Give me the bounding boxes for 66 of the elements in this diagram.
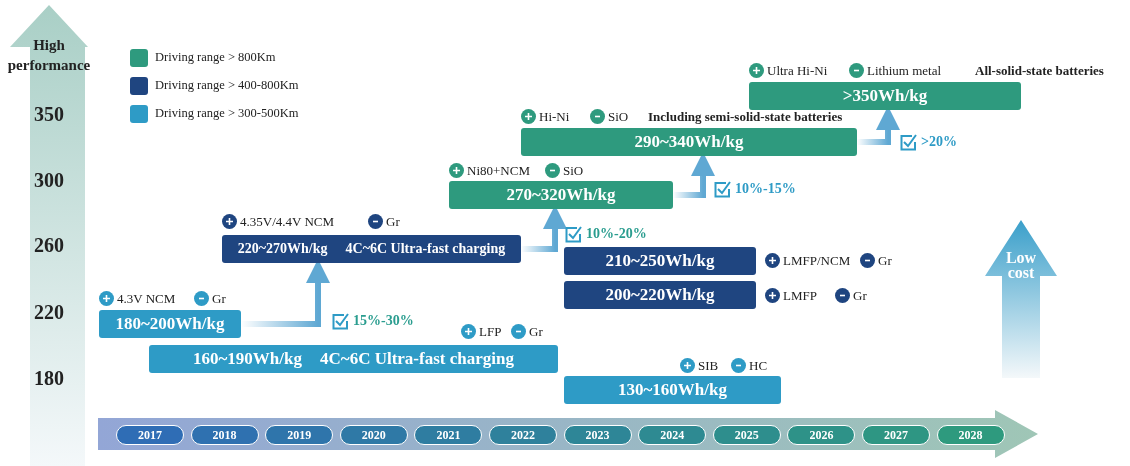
bar-label: 130~160Wh/kg <box>618 380 727 400</box>
bar-label: >350Wh/kg <box>842 86 928 106</box>
material-text: SiO <box>608 109 629 125</box>
note-text: All-solid-state batteries <box>975 63 1104 79</box>
year-pill: 2018 <box>190 425 259 445</box>
material-text: Gr <box>386 214 400 230</box>
material-text: SiO <box>563 163 584 179</box>
material-text: Gr <box>878 253 892 269</box>
material-text: Gr <box>529 324 543 340</box>
bar-label: 160~190Wh/kg <box>193 349 302 369</box>
year-pill: 2019 <box>265 425 334 445</box>
material-text: LFP <box>479 324 502 340</box>
note-text: Including semi-solid-state batteries <box>648 109 843 125</box>
year-pill: 2028 <box>936 425 1005 445</box>
legend-text: Driving range > 300-500Km <box>155 106 299 121</box>
year-pill: 2025 <box>712 425 781 445</box>
year-pill: 2021 <box>414 425 483 445</box>
legend-text: Driving range > 800Km <box>155 50 276 65</box>
material-text: Hi-Ni <box>539 109 570 125</box>
material-text: Gr <box>853 288 867 304</box>
material-text: Ni80+NCM <box>467 163 530 179</box>
material-text: Ultra Hi-Ni <box>767 63 828 79</box>
range-bar <box>564 247 756 275</box>
arrow-label: Low cost <box>1004 250 1038 280</box>
legend-text: Driving range > 400-800Km <box>155 78 299 93</box>
range-bar <box>521 128 857 156</box>
bar-label: 4C~6C Ultra-fast charging <box>320 349 514 369</box>
material-text: LMFP/NCM <box>783 253 851 269</box>
range-bar <box>99 310 241 338</box>
bar-label: 4C~6C Ultra-fast charging <box>345 241 506 257</box>
material-text: Gr <box>212 291 226 307</box>
edge-label: 15%-30% <box>353 313 414 329</box>
material-text: 4.35V/4.4V NCM <box>240 214 335 230</box>
year-pill: 2027 <box>862 425 930 445</box>
year-pill: 2024 <box>638 425 707 445</box>
tick-value: 350 <box>33 103 65 126</box>
range-bar <box>149 345 558 373</box>
bar-label: 180~200Wh/kg <box>115 314 225 334</box>
tick-value: 220 <box>33 301 65 324</box>
bar-label: 270~320Wh/kg <box>506 185 616 205</box>
year-pill: 2023 <box>563 425 632 445</box>
material-text: Lithium metal <box>867 63 941 79</box>
year-pill: 2022 <box>489 425 557 445</box>
bar-label: 290~340Wh/kg <box>634 132 744 152</box>
bar-label: 210~250Wh/kg <box>605 251 715 271</box>
axis-title: High performance <box>6 36 92 75</box>
year-pill: 2020 <box>339 425 408 445</box>
material-text: 4.3V NCM <box>117 291 176 307</box>
edge-label: >20% <box>921 134 957 150</box>
range-bar <box>564 376 781 404</box>
tick-value: 260 <box>33 234 65 257</box>
material-text: LMFP <box>783 288 817 304</box>
range-bar <box>222 235 521 263</box>
range-bar <box>749 82 1021 110</box>
material-text: HC <box>749 358 768 374</box>
range-bar <box>449 181 673 209</box>
tick-value: 180 <box>33 367 65 390</box>
edge-label: 10%-15% <box>735 181 796 197</box>
year-pill: 2026 <box>787 425 856 445</box>
material-text: SIB <box>698 358 719 374</box>
bar-label: 200~220Wh/kg <box>605 285 715 305</box>
edge-label: 10%-20% <box>586 226 647 242</box>
tick-value: 300 <box>33 169 65 192</box>
bar-label: 220~270Wh/kg <box>237 241 328 257</box>
year-pill: 2017 <box>116 425 184 445</box>
range-bar <box>564 281 756 309</box>
